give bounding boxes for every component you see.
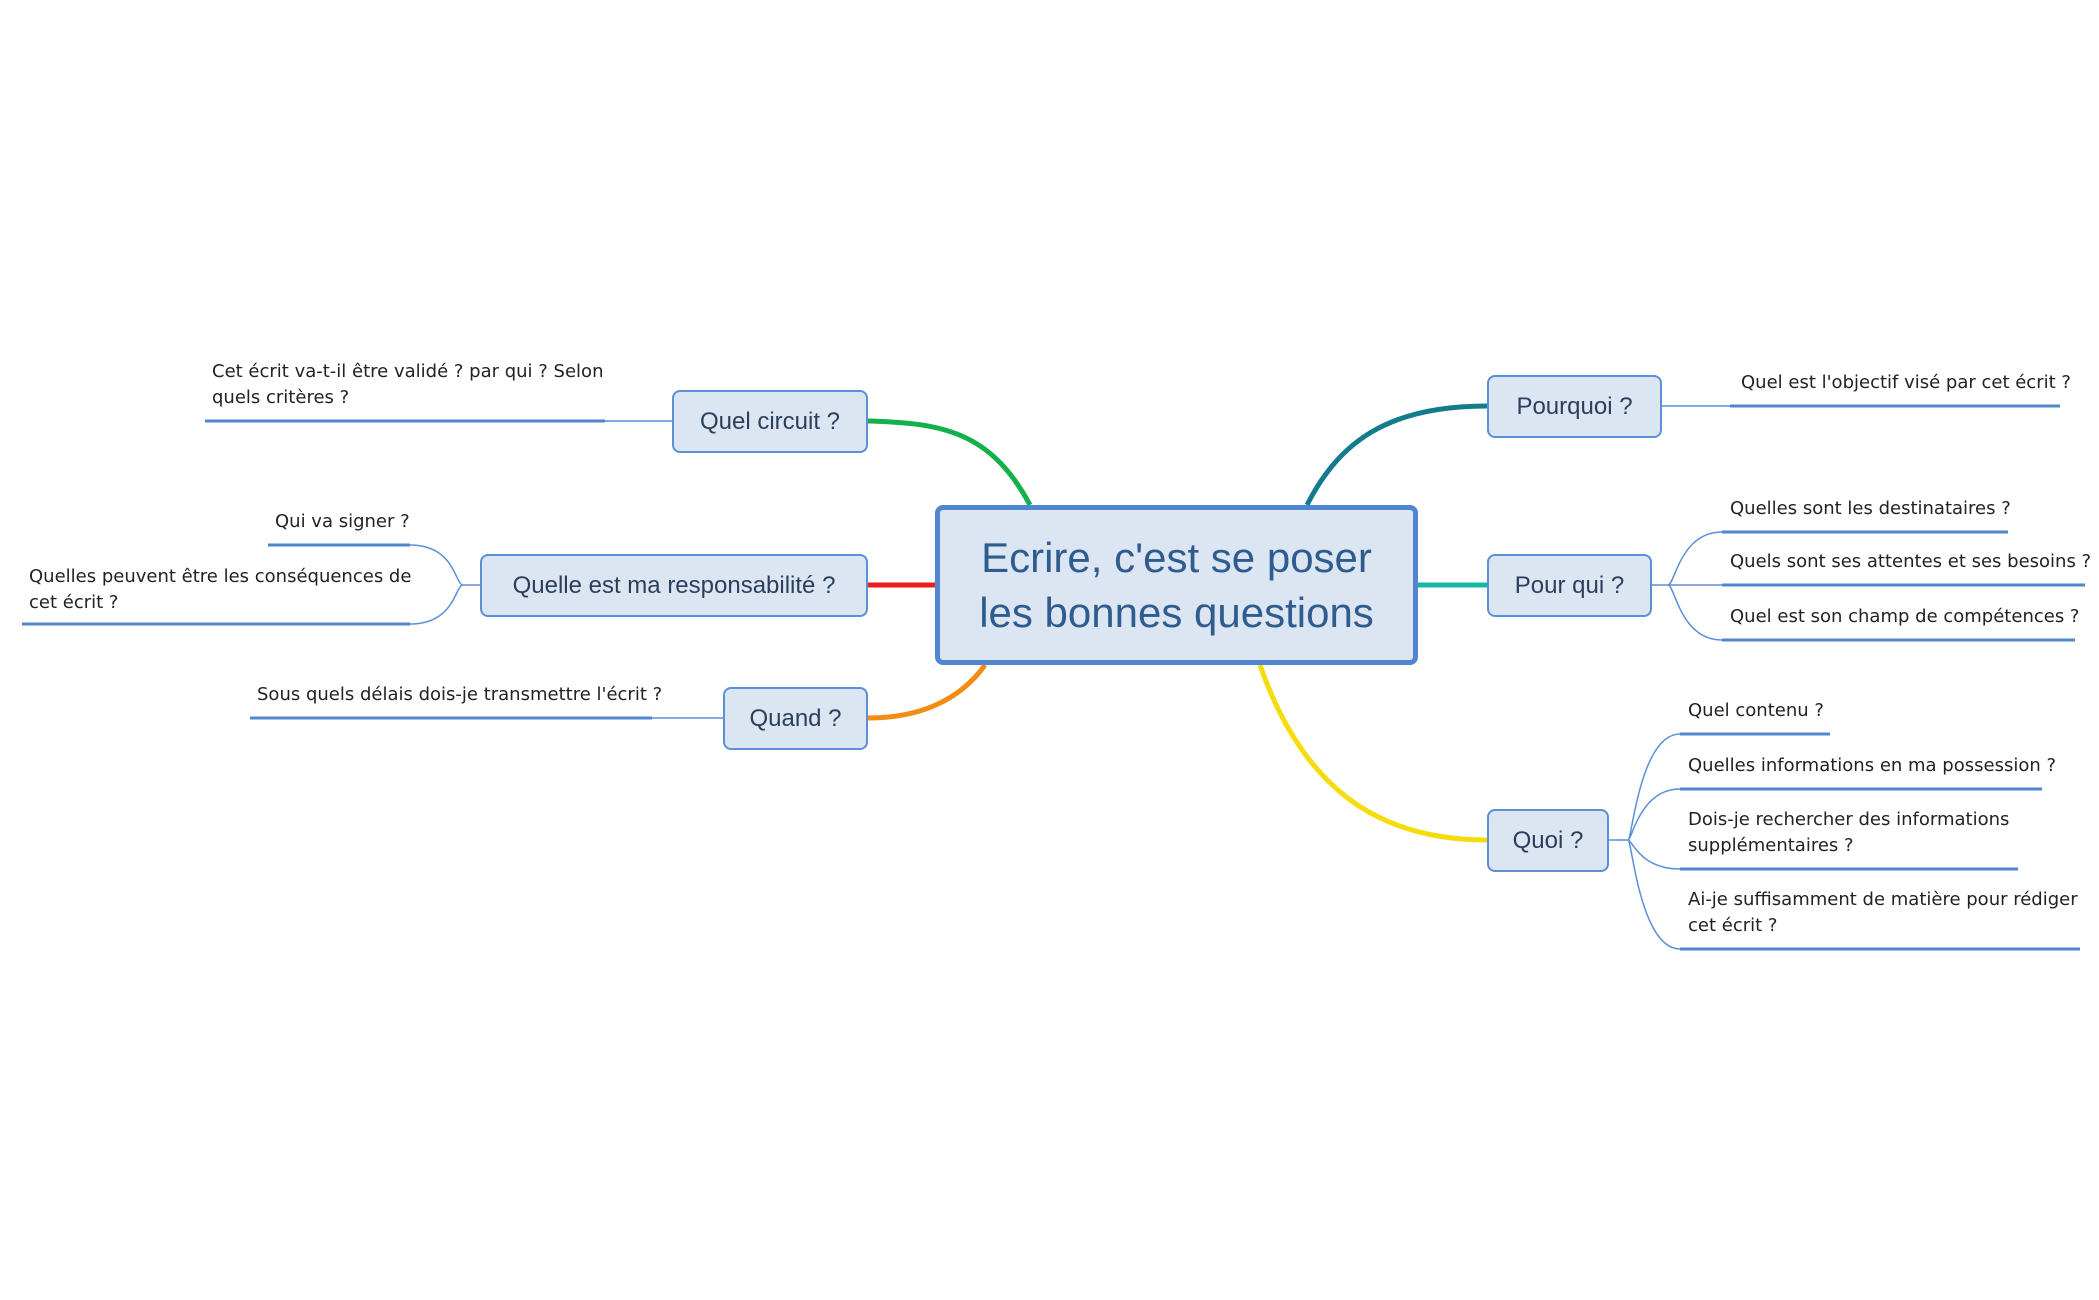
branch-quand[interactable]: Quand ? xyxy=(723,687,868,750)
leaf-line: Quels sont ses attentes et ses besoins ? xyxy=(1730,551,2092,572)
thin-connector-resp-1 xyxy=(409,544,480,586)
leaf-quand-delais[interactable]: Sous quels délais dois-je transmettre l'… xyxy=(257,682,662,708)
leaf-line: Quelles peuvent être les conséquences de xyxy=(29,566,412,587)
leaf-quoi-rechercher[interactable]: Dois-je rechercher des informations supp… xyxy=(1688,807,2009,859)
leaf-line: Quel est son champ de compétences ? xyxy=(1730,606,2080,627)
thin-connector-quoi-3 xyxy=(1627,839,1681,870)
leaf-line: Quelles informations en ma possession ? xyxy=(1688,755,2057,776)
leaf-circuit-validation[interactable]: Cet écrit va-t-il être validé ? par qui … xyxy=(212,359,603,411)
thin-connector-pourqui-1 xyxy=(1652,531,1723,586)
leaf-resp-consequences[interactable]: Quelles peuvent être les conséquences de… xyxy=(29,564,411,616)
thin-connector-pourqui-3 xyxy=(1667,584,1723,641)
leaf-line: Quel contenu ? xyxy=(1688,700,1824,721)
branch-pour-qui[interactable]: Pour qui ? xyxy=(1487,554,1652,617)
leaf-quoi-matiere[interactable]: Ai-je suffisamment de matière pour rédig… xyxy=(1688,887,2078,939)
thin-connector-quoi-1 xyxy=(1609,733,1681,841)
thin-connector-quoi-4 xyxy=(1627,839,1681,950)
connector-quand xyxy=(867,663,988,721)
leaf-line: cet écrit ? xyxy=(29,592,119,613)
leaf-line: Qui va signer ? xyxy=(275,511,410,532)
leaf-line: supplémentaires ? xyxy=(1688,835,1854,856)
central-topic-line-2: les bonnes questions xyxy=(979,589,1374,636)
leaf-line: cet écrit ? xyxy=(1688,915,1778,936)
leaf-pourquoi-objectif[interactable]: Quel est l'objectif visé par cet écrit ? xyxy=(1741,370,2071,396)
leaf-pourqui-attentes[interactable]: Quels sont ses attentes et ses besoins ? xyxy=(1730,549,2091,575)
branch-label: Quelle est ma responsabilité ? xyxy=(512,571,836,599)
connector-quel-circuit xyxy=(867,418,1033,507)
branch-label: Pour qui ? xyxy=(1514,571,1625,599)
branch-quel-circuit[interactable]: Quel circuit ? xyxy=(672,390,868,453)
thin-connector-quoi-2 xyxy=(1627,788,1681,841)
branch-pourquoi[interactable]: Pourquoi ? xyxy=(1487,375,1662,438)
leaf-resp-signer[interactable]: Qui va signer ? xyxy=(275,509,410,535)
leaf-line: Ai-je suffisamment de matière pour rédig… xyxy=(1688,889,2078,910)
leaf-pourqui-destinataires[interactable]: Quelles sont les destinataires ? xyxy=(1730,496,2011,522)
branch-label: Quel circuit ? xyxy=(699,407,841,435)
leaf-quoi-contenu[interactable]: Quel contenu ? xyxy=(1688,698,1824,724)
thin-connector-resp-2 xyxy=(409,584,464,625)
branch-label: Quoi ? xyxy=(1512,826,1584,854)
central-topic[interactable]: Ecrire, c'est se poser les bonnes questi… xyxy=(935,505,1418,665)
branch-responsabilite[interactable]: Quelle est ma responsabilité ? xyxy=(480,554,868,617)
leaf-line: quels critères ? xyxy=(212,387,350,408)
leaf-line: Quelles sont les destinataires ? xyxy=(1730,498,2011,519)
connector-pourquoi xyxy=(1304,403,1488,507)
central-topic-line-1: Ecrire, c'est se poser xyxy=(981,534,1372,581)
leaf-pourqui-competences[interactable]: Quel est son champ de compétences ? xyxy=(1730,604,2079,630)
leaf-line: Dois-je rechercher des informations xyxy=(1688,809,2010,830)
leaf-line: Cet écrit va-t-il être validé ? par qui … xyxy=(212,361,604,382)
branch-quoi[interactable]: Quoi ? xyxy=(1487,809,1609,872)
branch-label: Quand ? xyxy=(749,704,842,732)
connector-quoi xyxy=(1257,664,1488,843)
leaf-quoi-informations[interactable]: Quelles informations en ma possession ? xyxy=(1688,753,2056,779)
branch-label: Pourquoi ? xyxy=(1516,392,1633,420)
leaf-line: Quel est l'objectif visé par cet écrit ? xyxy=(1741,372,2071,393)
leaf-line: Sous quels délais dois-je transmettre l'… xyxy=(257,684,663,705)
